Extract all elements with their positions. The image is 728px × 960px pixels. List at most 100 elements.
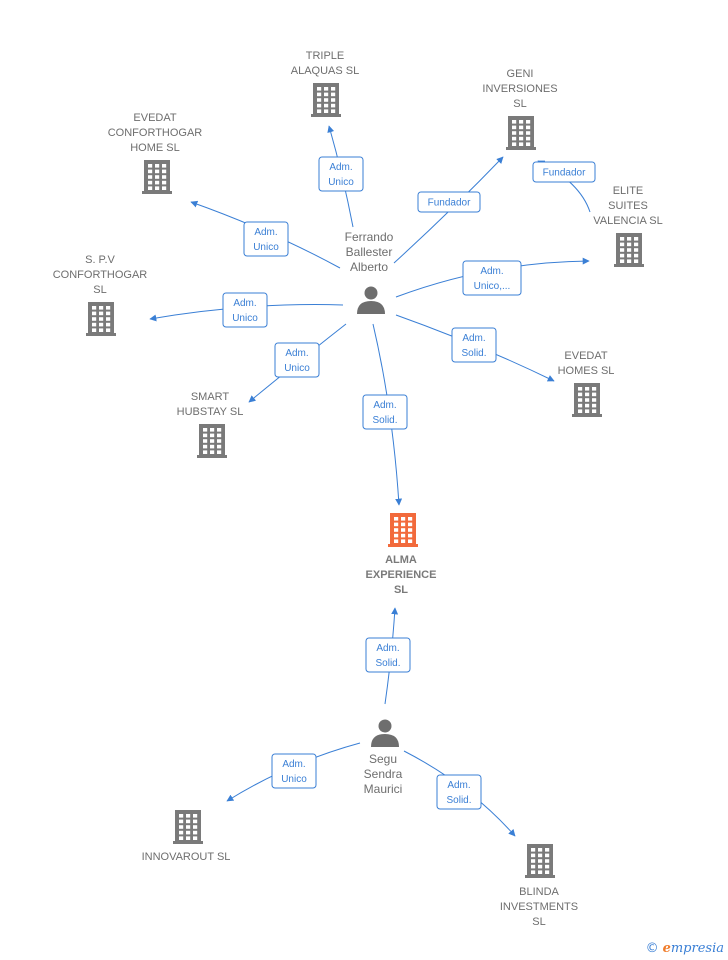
company-label-line: SL [513, 98, 526, 110]
edge-label-text: Unico [284, 363, 310, 374]
company-label-line: EXPERIENCE [366, 569, 437, 581]
building-icon [86, 302, 116, 336]
company-label-line: TRIPLE [306, 50, 345, 62]
person-label-line: Maurici [364, 782, 403, 796]
company-label-line: INNOVAROUT SL [142, 851, 231, 863]
company-label-line: EVEDAT [564, 350, 607, 362]
edge-label-text: Unico [328, 177, 354, 188]
edge-label-text: Adm. [233, 298, 256, 309]
building-icon [614, 233, 644, 267]
company-label-line: CONFORTHOGAR [108, 127, 203, 139]
edge-ferrando-evedat_home: Adm. Unico [190, 200, 341, 269]
edge-label-text: Fundador [428, 198, 471, 209]
company-label-line: ELITE [613, 185, 644, 197]
company-label-line: SL [394, 584, 408, 596]
edge-label-text: Adm. [373, 400, 396, 411]
edge-label-text: Adm. [462, 333, 485, 344]
company-label-line: CONFORTHOGAR [53, 269, 148, 281]
edge-label-box[interactable] [451, 327, 497, 363]
person-label-line: Ferrando [345, 230, 394, 244]
edge-ferrando-elite: Adm.Unico,... [395, 257, 590, 298]
company-label-line: INVESTMENTS [500, 901, 578, 913]
edge-label-text: Adm. [329, 162, 352, 173]
edge-label-text: Unico [253, 242, 279, 253]
edge-label-text: Adm. [376, 643, 399, 654]
edge-label-box[interactable] [436, 774, 482, 810]
edge-ferrando-evedat_homes: Adm. Solid. [395, 314, 555, 382]
company-node-innovarout[interactable]: INNOVAROUT SL [142, 810, 231, 863]
edge-label-text: Adm. [282, 759, 305, 770]
company-label-line: HUBSTAY SL [177, 406, 244, 418]
company-node-geni[interactable]: GENI INVERSIONES SL [482, 68, 558, 150]
edge-label-box[interactable] [271, 753, 317, 789]
edge-label-box[interactable] [462, 260, 522, 296]
edge-ferrando-triple: Adm. Unico [318, 125, 364, 228]
edge-label-box[interactable] [362, 394, 408, 430]
company-node-triple[interactable]: TRIPLE ALAQUAS SL [291, 50, 359, 117]
brand-logo: ©empresia [646, 941, 724, 956]
company-node-evedat_home[interactable]: EVEDAT CONFORTHOGAR HOME SL [108, 112, 203, 194]
company-label-line: INVERSIONES [482, 83, 557, 95]
edge-segu-blinda: Adm. Solid. [403, 750, 516, 837]
brand-name: mpresia [670, 941, 724, 956]
edge-label-text: Adm. [285, 348, 308, 359]
edge-label-text: Adm. [254, 227, 277, 238]
edge-segu-innovarout: Adm. Unico [226, 742, 361, 802]
edge-ferrando-spv: Adm. Unico [149, 292, 344, 328]
edge-label-text: Solid. [375, 658, 400, 669]
edge-label-text: Unico [232, 313, 258, 324]
edge-label-text: Solid. [461, 348, 486, 359]
edge-label-box[interactable] [417, 191, 481, 213]
company-node-alma[interactable]: ALMA EXPERIENCE SL [366, 513, 437, 596]
person-label-line: Alberto [350, 260, 388, 274]
edges-layer: Adm.UnicoFundadorFundadorAdm.UnicoAdm.Un… [149, 125, 596, 837]
person-label-line: Segu [369, 752, 397, 766]
edge-ferrando-geni: Fundador [393, 156, 504, 264]
edge-label-text: Fundador [543, 168, 586, 179]
company-label-line: ALAQUAS SL [291, 65, 359, 77]
edge-label-box[interactable] [365, 637, 411, 673]
edge-ferrando-alma: Adm.Solid. [362, 323, 408, 506]
copyright-icon: © [645, 941, 659, 956]
brand-initial: e [662, 941, 671, 956]
building-icon [142, 160, 172, 194]
edge-label-box[interactable] [222, 292, 268, 328]
edge-label-text: Unico [281, 774, 307, 785]
edge-label-text: Adm. [447, 780, 470, 791]
person-label-line: Sendra [364, 767, 403, 781]
edge-ferrando-smart: Adm. Unico [248, 323, 347, 403]
person-icon [357, 286, 385, 314]
building-icon [311, 83, 341, 117]
company-label-line: S. P.V [85, 254, 115, 266]
company-label-line: SL [532, 916, 545, 928]
company-label-line: GENI [507, 68, 534, 80]
nodes-layer: TRIPLE ALAQUAS SL GENI INVERSIONES SL EVEDAT C… [53, 50, 663, 928]
edge-label-text: Adm. [480, 266, 503, 277]
company-label-line: ALMA [385, 554, 417, 566]
edge-segu-alma: Adm. Solid. [365, 607, 411, 705]
person-label-line: Ballester [346, 245, 393, 259]
person-icon [371, 719, 399, 747]
edge-label-box[interactable] [243, 221, 289, 257]
edge-label-box[interactable] [532, 161, 596, 183]
company-label-line: HOME SL [130, 142, 180, 154]
company-label-line: EVEDAT [133, 112, 176, 124]
edge-elite-geni: Fundador [532, 160, 596, 213]
company-node-smart[interactable]: SMART HUBSTAY SL [177, 391, 244, 458]
building-icon [388, 513, 418, 547]
company-label-line: VALENCIA SL [593, 215, 663, 227]
edge-label-box[interactable] [274, 342, 320, 378]
company-label-line: SMART [191, 391, 230, 403]
building-icon [506, 116, 536, 150]
building-icon [572, 383, 602, 417]
edge-label-box[interactable] [318, 156, 364, 192]
company-node-evedat_homes[interactable]: EVEDAT HOMES SL [558, 350, 615, 417]
company-label-line: HOMES SL [558, 365, 615, 377]
edge-label-text: Solid. [446, 795, 471, 806]
